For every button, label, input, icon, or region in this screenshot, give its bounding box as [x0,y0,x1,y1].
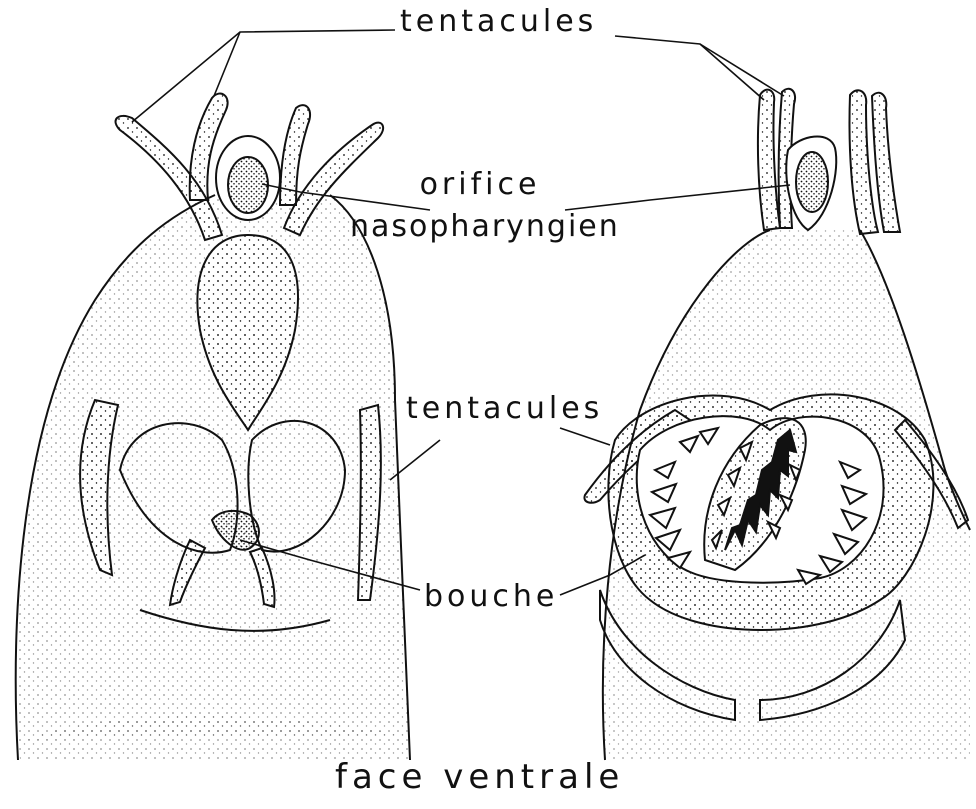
label-bouche: bouche [424,580,558,614]
left-nasopharyngeal-orifice [228,157,268,213]
right-head-open-mouth-view [584,89,970,760]
label-tentacules-mid: tentacules [406,392,603,426]
left-head-ventral-view [16,94,410,760]
caption-face-ventrale: face ventrale [335,760,624,794]
right-top-tentacle-1 [758,90,780,230]
label-orifice-line2: nasopharyngien [350,210,615,244]
right-top-tentacle-4 [872,93,900,232]
right-nasopharyngeal-orifice [796,152,828,212]
label-tentacules-top: tentacules [400,5,597,39]
label-orifice-line1: orifice [370,168,590,202]
